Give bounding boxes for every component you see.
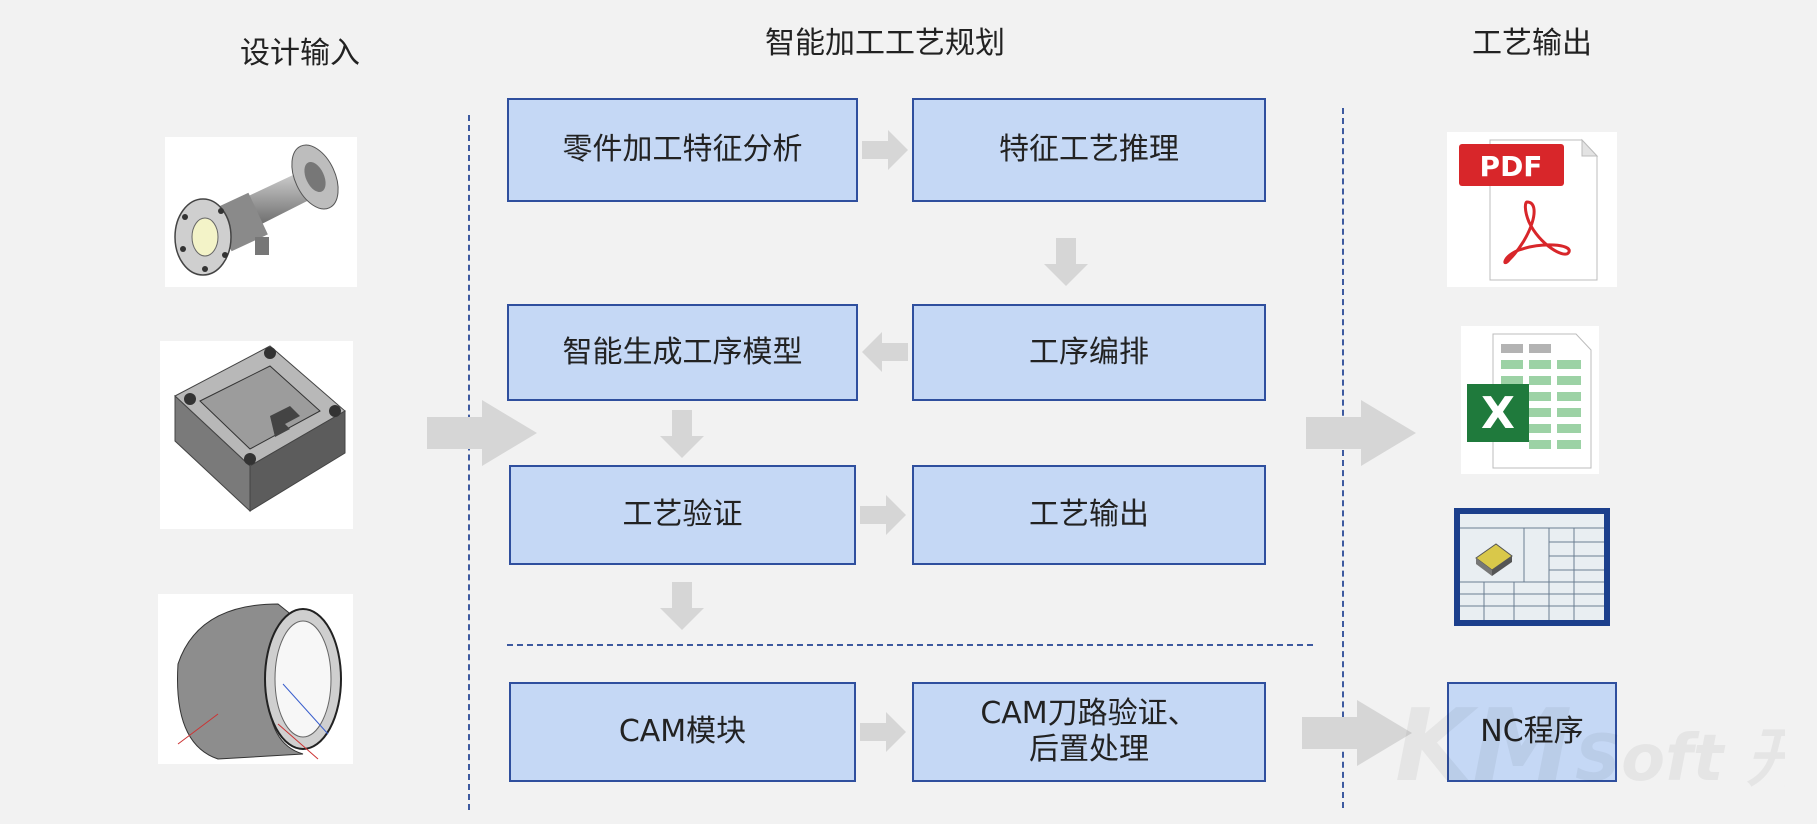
logo-watermark: KM Soft 开目 [1395, 687, 1817, 823]
arrow-cam-to-verify [860, 712, 906, 752]
svg-text:KM: KM [1395, 690, 1572, 800]
arrow-reasoning-down [1044, 238, 1088, 286]
box-feature-reasoning: 特征工艺推理 [912, 98, 1266, 202]
box-process-output: 工艺输出 [912, 465, 1266, 565]
heading-planning: 智能加工工艺规划 [765, 26, 1005, 61]
arrow-verification-down [660, 582, 704, 630]
box-process-sequencing: 工序编排 [912, 304, 1266, 401]
output-arrow [1306, 400, 1416, 466]
arrow-analysis-to-reasoning [862, 130, 908, 170]
svg-text:Soft 开目: Soft 开目 [1575, 722, 1785, 796]
box-cam-module: CAM模块 [509, 682, 856, 782]
box-feature-analysis: 零件加工特征分析 [507, 98, 858, 202]
nc-arrow [1302, 700, 1412, 766]
box-nc-program: NC程序 [1447, 682, 1617, 782]
cam-verify-line1: CAM刀路验证、 [980, 696, 1198, 731]
mold-plate-image [160, 341, 353, 529]
heading-output: 工艺输出 [1472, 26, 1592, 61]
box-cam-verify: CAM刀路验证、 后置处理 [912, 682, 1266, 782]
process-card-icon [1454, 508, 1610, 626]
excel-label: X [1481, 388, 1515, 439]
input-arrow [427, 400, 537, 466]
cam-divider [507, 644, 1313, 646]
heading-design-input: 设计输入 [240, 36, 360, 71]
arrow-model-down [660, 410, 704, 458]
arrow-verification-to-output [860, 495, 906, 535]
pipe-part-image [165, 137, 357, 287]
box-process-model: 智能生成工序模型 [507, 304, 858, 401]
left-divider [468, 115, 470, 810]
arrow-sequencing-to-model [862, 332, 908, 372]
pdf-icon: PDF [1447, 132, 1617, 287]
cylinder-part-image [158, 594, 353, 764]
pdf-label: PDF [1480, 150, 1543, 183]
right-divider [1342, 108, 1344, 808]
excel-icon: X [1461, 326, 1599, 474]
cam-verify-line2: 后置处理 [1028, 732, 1149, 767]
box-process-verification: 工艺验证 [509, 465, 856, 565]
